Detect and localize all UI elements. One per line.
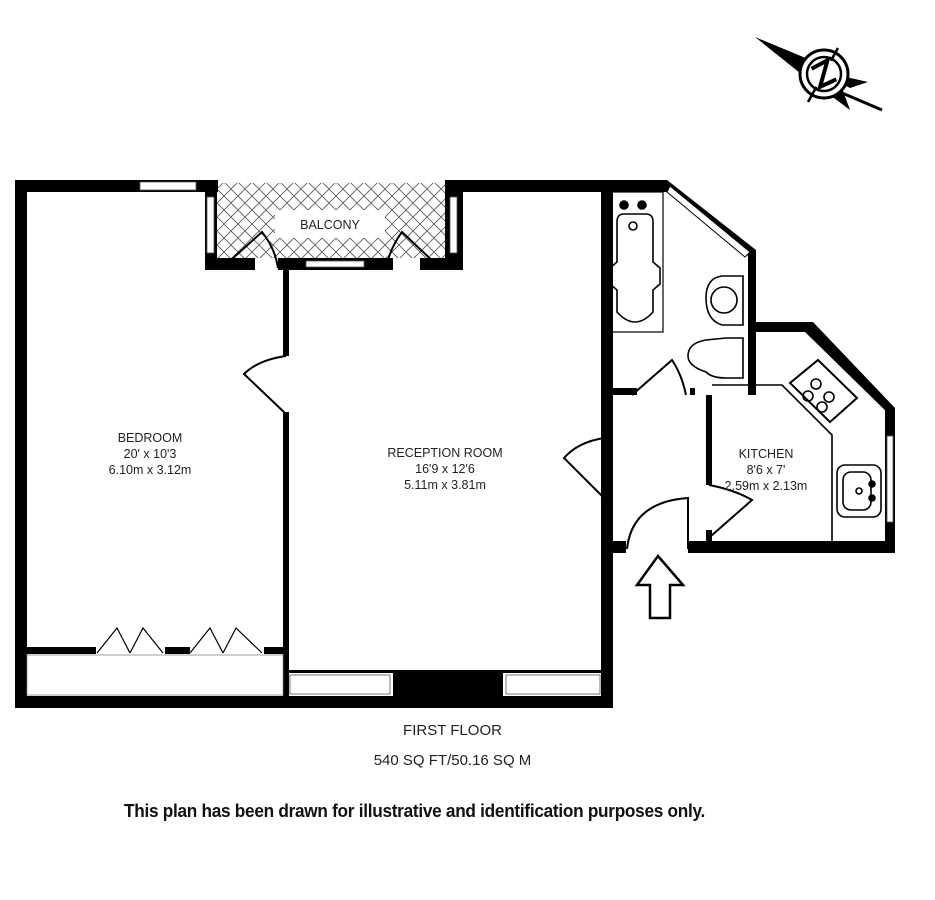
- windows: [26, 181, 894, 696]
- room-size-metric: 6.10m x 3.12m: [108, 463, 192, 477]
- disclaimer-text: This plan has been drawn for illustrativ…: [123, 800, 706, 821]
- floor-area: 540 SQ FT/50.16 SQ M: [373, 752, 532, 769]
- room-label-kitchen: KITCHEN 8'6 x 7' 2.59m x 2.13m: [712, 446, 820, 494]
- room-size-imperial: 16'9 x 12'6: [415, 462, 475, 476]
- room-name: RECEPTION ROOM: [387, 446, 503, 460]
- room-name: KITCHEN: [738, 447, 794, 461]
- room-size-metric: 5.11m x 3.81m: [404, 478, 486, 492]
- room-size-imperial: 20' x 10'3: [123, 447, 177, 461]
- room-label-balcony: BALCONY: [285, 217, 375, 233]
- room-size-metric: 2.59m x 2.13m: [724, 479, 808, 493]
- entrance-arrow-icon: [634, 553, 686, 620]
- room-label-reception: RECEPTION ROOM 16'9 x 12'6 5.11m x 3.81m: [370, 445, 520, 493]
- north-compass-icon: [755, 37, 883, 112]
- room-name: BEDROOM: [117, 431, 183, 445]
- room-size-imperial: 8'6 x 7': [746, 463, 786, 477]
- bathroom-fixtures: [606, 191, 744, 379]
- floor-name: FIRST FLOOR: [403, 722, 502, 739]
- doors: [96, 230, 754, 654]
- kitchen-fixtures: [712, 358, 882, 541]
- room-label-bedroom: BEDROOM 20' x 10'3 6.10m x 3.12m: [100, 430, 200, 478]
- room-name: BALCONY: [300, 218, 360, 232]
